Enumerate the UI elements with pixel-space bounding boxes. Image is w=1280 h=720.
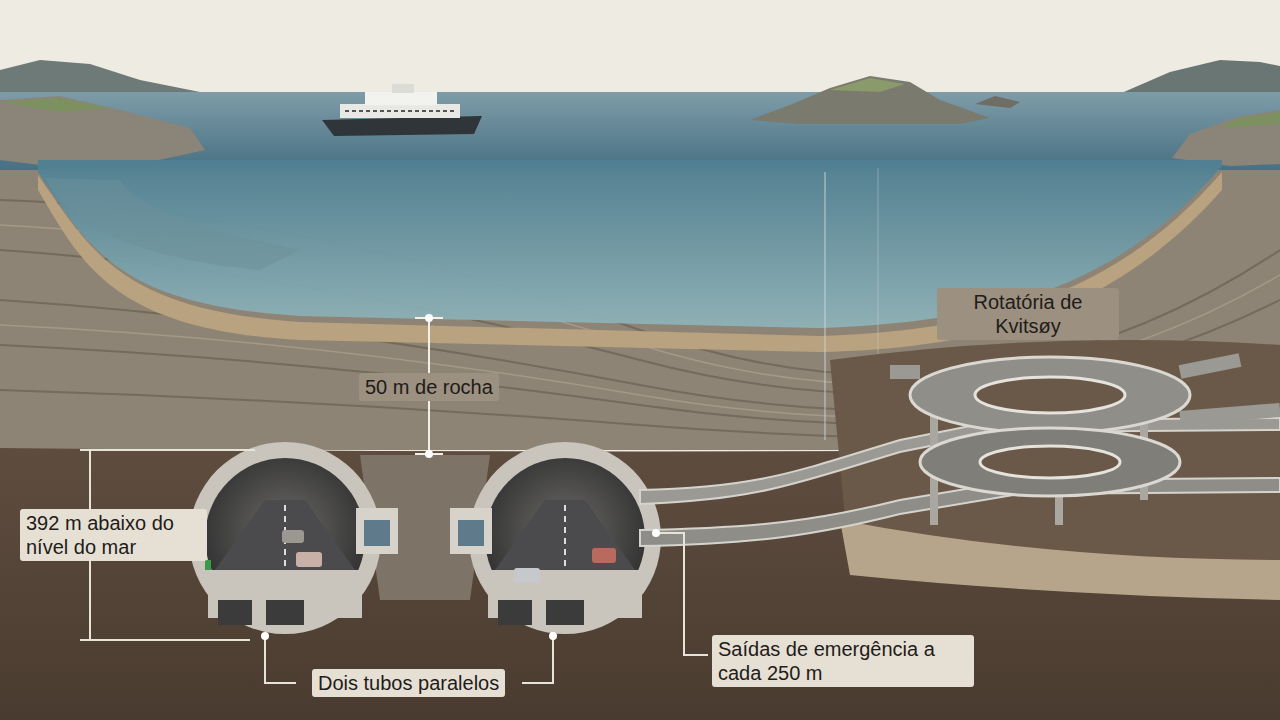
leader-line	[265, 533, 708, 683]
callout-label: Saídas de emergência a cada 250 m	[712, 635, 974, 687]
dimension-label: 392 m abaixo do nível do mar	[20, 509, 207, 561]
callout-label: Dois tubos paralelos	[312, 669, 505, 697]
tunnel-tube	[469, 442, 661, 634]
place-label: Rotatória de Kvitsøy	[937, 288, 1119, 340]
dimension-label: 50 m de rocha	[359, 373, 499, 401]
ferry	[322, 84, 482, 136]
tunnel-tube	[189, 442, 381, 634]
roundabout	[890, 357, 1280, 525]
